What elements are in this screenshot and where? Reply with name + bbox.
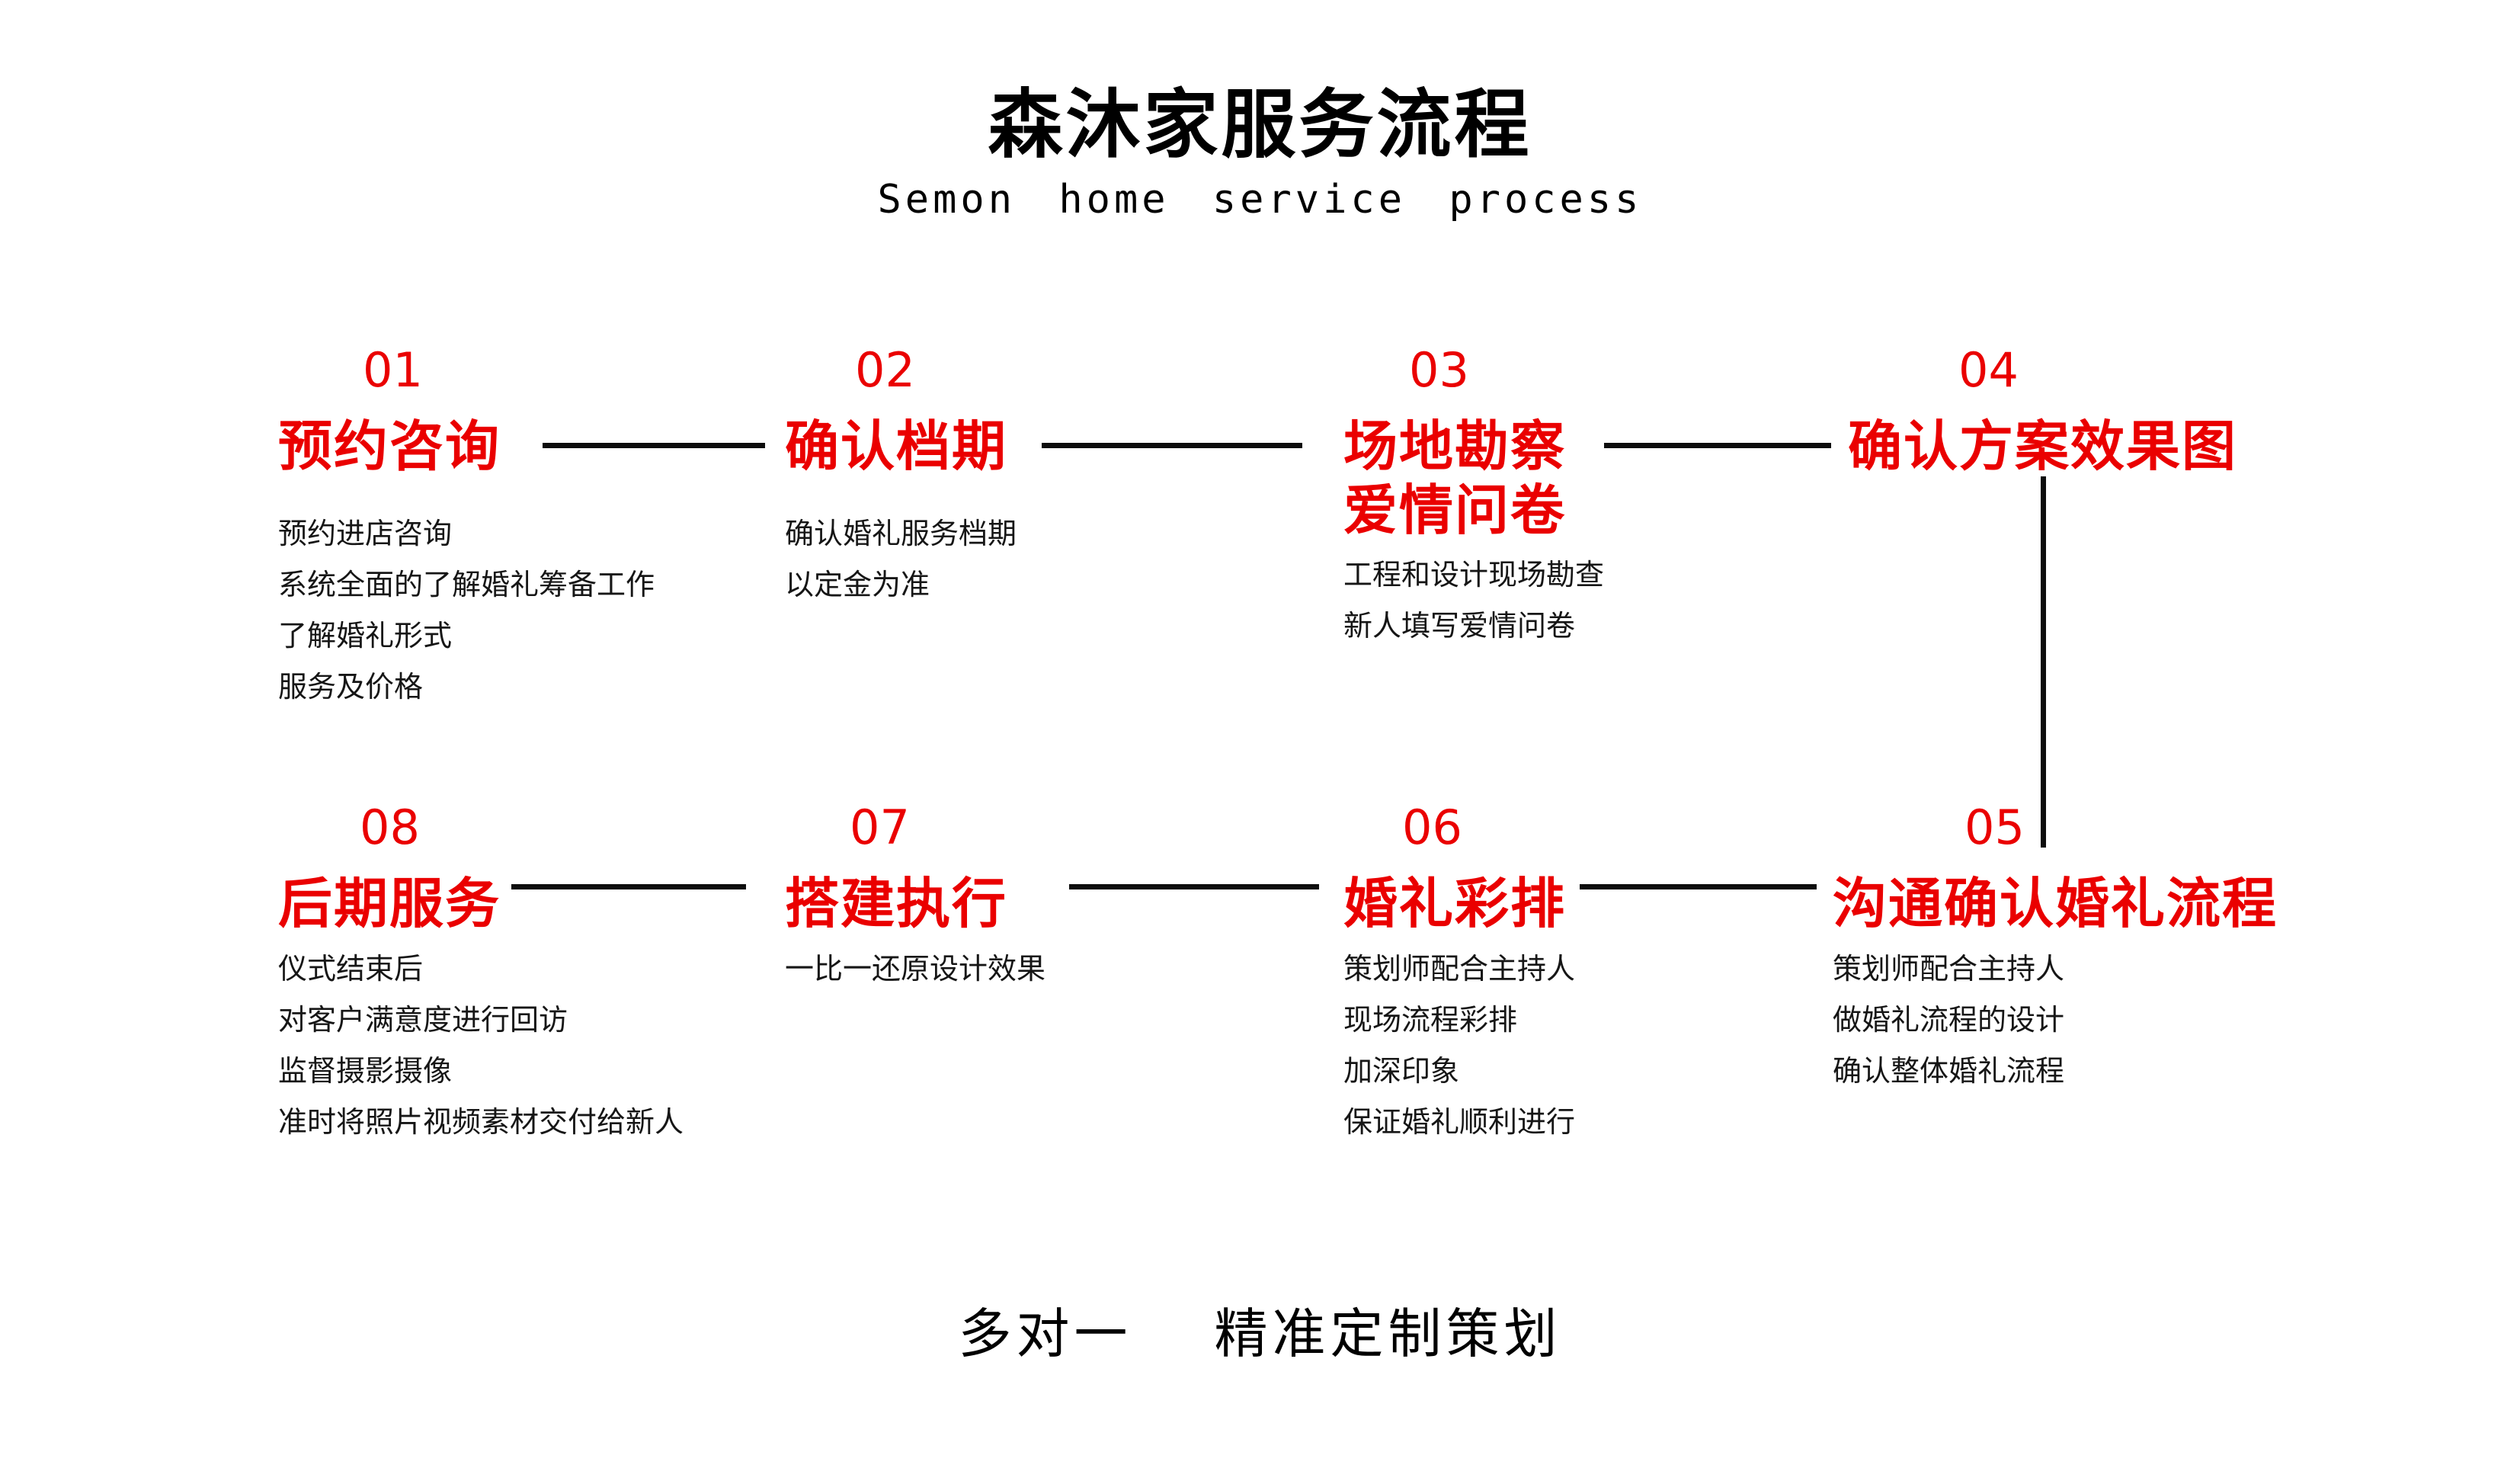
step-detail-line: 策划师配合主持人 [1343, 954, 1576, 986]
connector-line-01-02 [543, 443, 765, 448]
step-detail-line: 仪式结束后 [278, 954, 424, 986]
step-details: 确认婚礼服务档期以定金为准 [785, 509, 1017, 611]
step-detail-line: 监督摄影摄像 [278, 1056, 453, 1088]
page-title: 森沐家服务流程 [988, 82, 1532, 166]
step-title: 确认方案效果图 [1848, 417, 2238, 477]
step-detail-line: 新人填写爱情问卷 [1343, 611, 1576, 643]
step-title: 搭建执行 [785, 874, 1008, 934]
step-title: 婚礼彩排 [1343, 874, 1567, 934]
step-number: 08 [360, 800, 420, 855]
step-02-confirm-schedule: 02 确认档期 确认婚礼服务档期以定金为准 [785, 343, 1017, 611]
step-08-after-service: 08 后期服务 仪式结束后对客户满意度进行回访监督摄影摄像准时将照片视频素材交付… [278, 800, 684, 1149]
step-title-line2: 爱情问卷 [1343, 481, 1567, 541]
step-detail-line: 了解婚礼形式 [278, 620, 453, 652]
step-06-wedding-rehearsal: 06 婚礼彩排 策划师配合主持人现场流程彩排加深印象保证婚礼顺利进行 [1343, 800, 1575, 1149]
step-07-setup-execution: 07 搭建执行 一比一还原设计效果 [785, 800, 1045, 995]
step-detail-line: 准时将照片视频素材交付给新人 [278, 1107, 684, 1139]
connector-line-02-03 [1042, 443, 1302, 448]
step-details: 策划师配合主持人现场流程彩排加深印象保证婚礼顺利进行 [1343, 944, 1575, 1149]
connector-line-07-08 [511, 884, 746, 889]
step-detail-line: 一比一还原设计效果 [785, 954, 1046, 986]
step-detail-line: 策划师配合主持人 [1833, 954, 2065, 986]
tagline-right: 精准定制策划 [1214, 1304, 1562, 1364]
step-title: 场地勘察 [1343, 417, 1567, 477]
step-number: 07 [850, 800, 910, 855]
step-number: 06 [1402, 800, 1462, 855]
step-04-confirm-design-render: 04 确认方案效果图 [1848, 343, 2237, 509]
step-title: 后期服务 [278, 874, 501, 934]
step-details: 策划师配合主持人做婚礼流程的设计确认整体婚礼流程 [1833, 944, 2278, 1098]
connector-line-06-07 [1069, 884, 1319, 889]
step-detail-line: 保证婚礼顺利进行 [1343, 1107, 1576, 1139]
step-number: 02 [855, 342, 915, 398]
step-detail-line: 系统全面的了解婚礼筹备工作 [278, 569, 655, 601]
step-detail-line: 服务及价格 [278, 671, 424, 704]
step-03-site-survey: 03 场地勘察 爱情问卷 工程和设计现场勘查新人填写爱情问卷 [1343, 343, 1604, 652]
step-detail-line: 确认整体婚礼流程 [1833, 1056, 2065, 1088]
step-title: 预约咨询 [278, 417, 501, 477]
connector-line-04-05 [2041, 476, 2046, 848]
step-detail-line: 加深印象 [1343, 1056, 1460, 1088]
step-05-confirm-wedding-flow: 05 沟通确认婚礼流程 策划师配合主持人做婚礼流程的设计确认整体婚礼流程 [1833, 800, 2278, 1098]
bottom-tagline: 多对一 精准定制策划 [0, 1291, 2520, 1368]
step-detail-line: 预约进店咨询 [278, 518, 453, 550]
page-subtitle: Semon home service process [877, 177, 1643, 223]
step-details: 仪式结束后对客户满意度进行回访监督摄影摄像准时将照片视频素材交付给新人 [278, 944, 684, 1149]
step-detail-line: 对客户满意度进行回访 [278, 1005, 568, 1037]
step-detail-line: 工程和设计现场勘查 [1343, 559, 1605, 591]
step-number: 05 [1964, 800, 2025, 855]
tagline-left: 多对一 [958, 1304, 1132, 1364]
connector-line-03-04 [1604, 443, 1831, 448]
step-detail-line: 确认婚礼服务档期 [785, 518, 1017, 550]
step-01-booking-consultation: 01 预约咨询 预约进店咨询系统全面的了解婚礼筹备工作了解婚礼形式服务及价格 [278, 343, 655, 713]
step-detail-line: 以定金为准 [785, 569, 930, 601]
step-title: 沟通确认婚礼流程 [1833, 874, 2278, 934]
step-number: 03 [1409, 342, 1469, 398]
step-number: 01 [363, 342, 423, 398]
step-title: 确认档期 [785, 417, 1008, 477]
connector-line-05-06 [1580, 884, 1817, 889]
step-details: 工程和设计现场勘查新人填写爱情问卷 [1343, 550, 1604, 652]
step-details: 一比一还原设计效果 [785, 944, 1045, 995]
step-details: 预约进店咨询系统全面的了解婚礼筹备工作了解婚礼形式服务及价格 [278, 509, 655, 713]
step-detail-line: 做婚礼流程的设计 [1833, 1005, 2065, 1037]
step-number: 04 [1958, 342, 2019, 398]
step-detail-line: 现场流程彩排 [1343, 1005, 1518, 1037]
